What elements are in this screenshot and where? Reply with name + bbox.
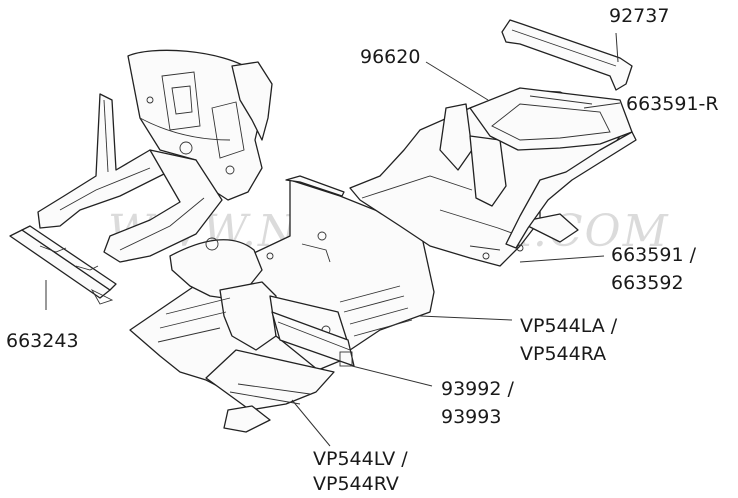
label-663591-r: 663591-R <box>626 93 719 115</box>
front-floor-pan <box>205 349 335 433</box>
leader-vp544la <box>419 315 513 321</box>
label-663591-line2: 663592 <box>611 272 684 294</box>
front-cross-member <box>9 225 117 305</box>
leader-663591 <box>519 255 605 263</box>
front-frame-rails <box>37 93 223 263</box>
label-663243: 663243 <box>6 330 79 352</box>
rear-sill <box>505 131 637 249</box>
label-vp544la-line2: VP544RA <box>520 343 607 365</box>
leader-93992 <box>351 365 433 387</box>
leader-663591r <box>583 102 621 109</box>
label-vp544lv-line2: VP544RV <box>313 473 399 495</box>
label-93992-line2: 93993 <box>441 406 502 428</box>
leader-92737 <box>615 32 619 63</box>
leader-vp544lv <box>291 399 331 447</box>
rear-top-panel <box>501 19 633 91</box>
label-93992-line1: 93992 / <box>441 378 514 400</box>
label-92737: 92737 <box>609 5 670 27</box>
label-96620: 96620 <box>360 46 421 68</box>
label-663591-line1: 663591 / <box>611 244 696 266</box>
rear-seat-pan <box>469 87 633 151</box>
label-vp544la-line1: VP544LA / <box>520 315 618 337</box>
label-vp544lv-line1: VP544LV / <box>313 448 408 470</box>
leader-96620 <box>425 61 489 101</box>
seat-cross-member <box>271 311 355 367</box>
